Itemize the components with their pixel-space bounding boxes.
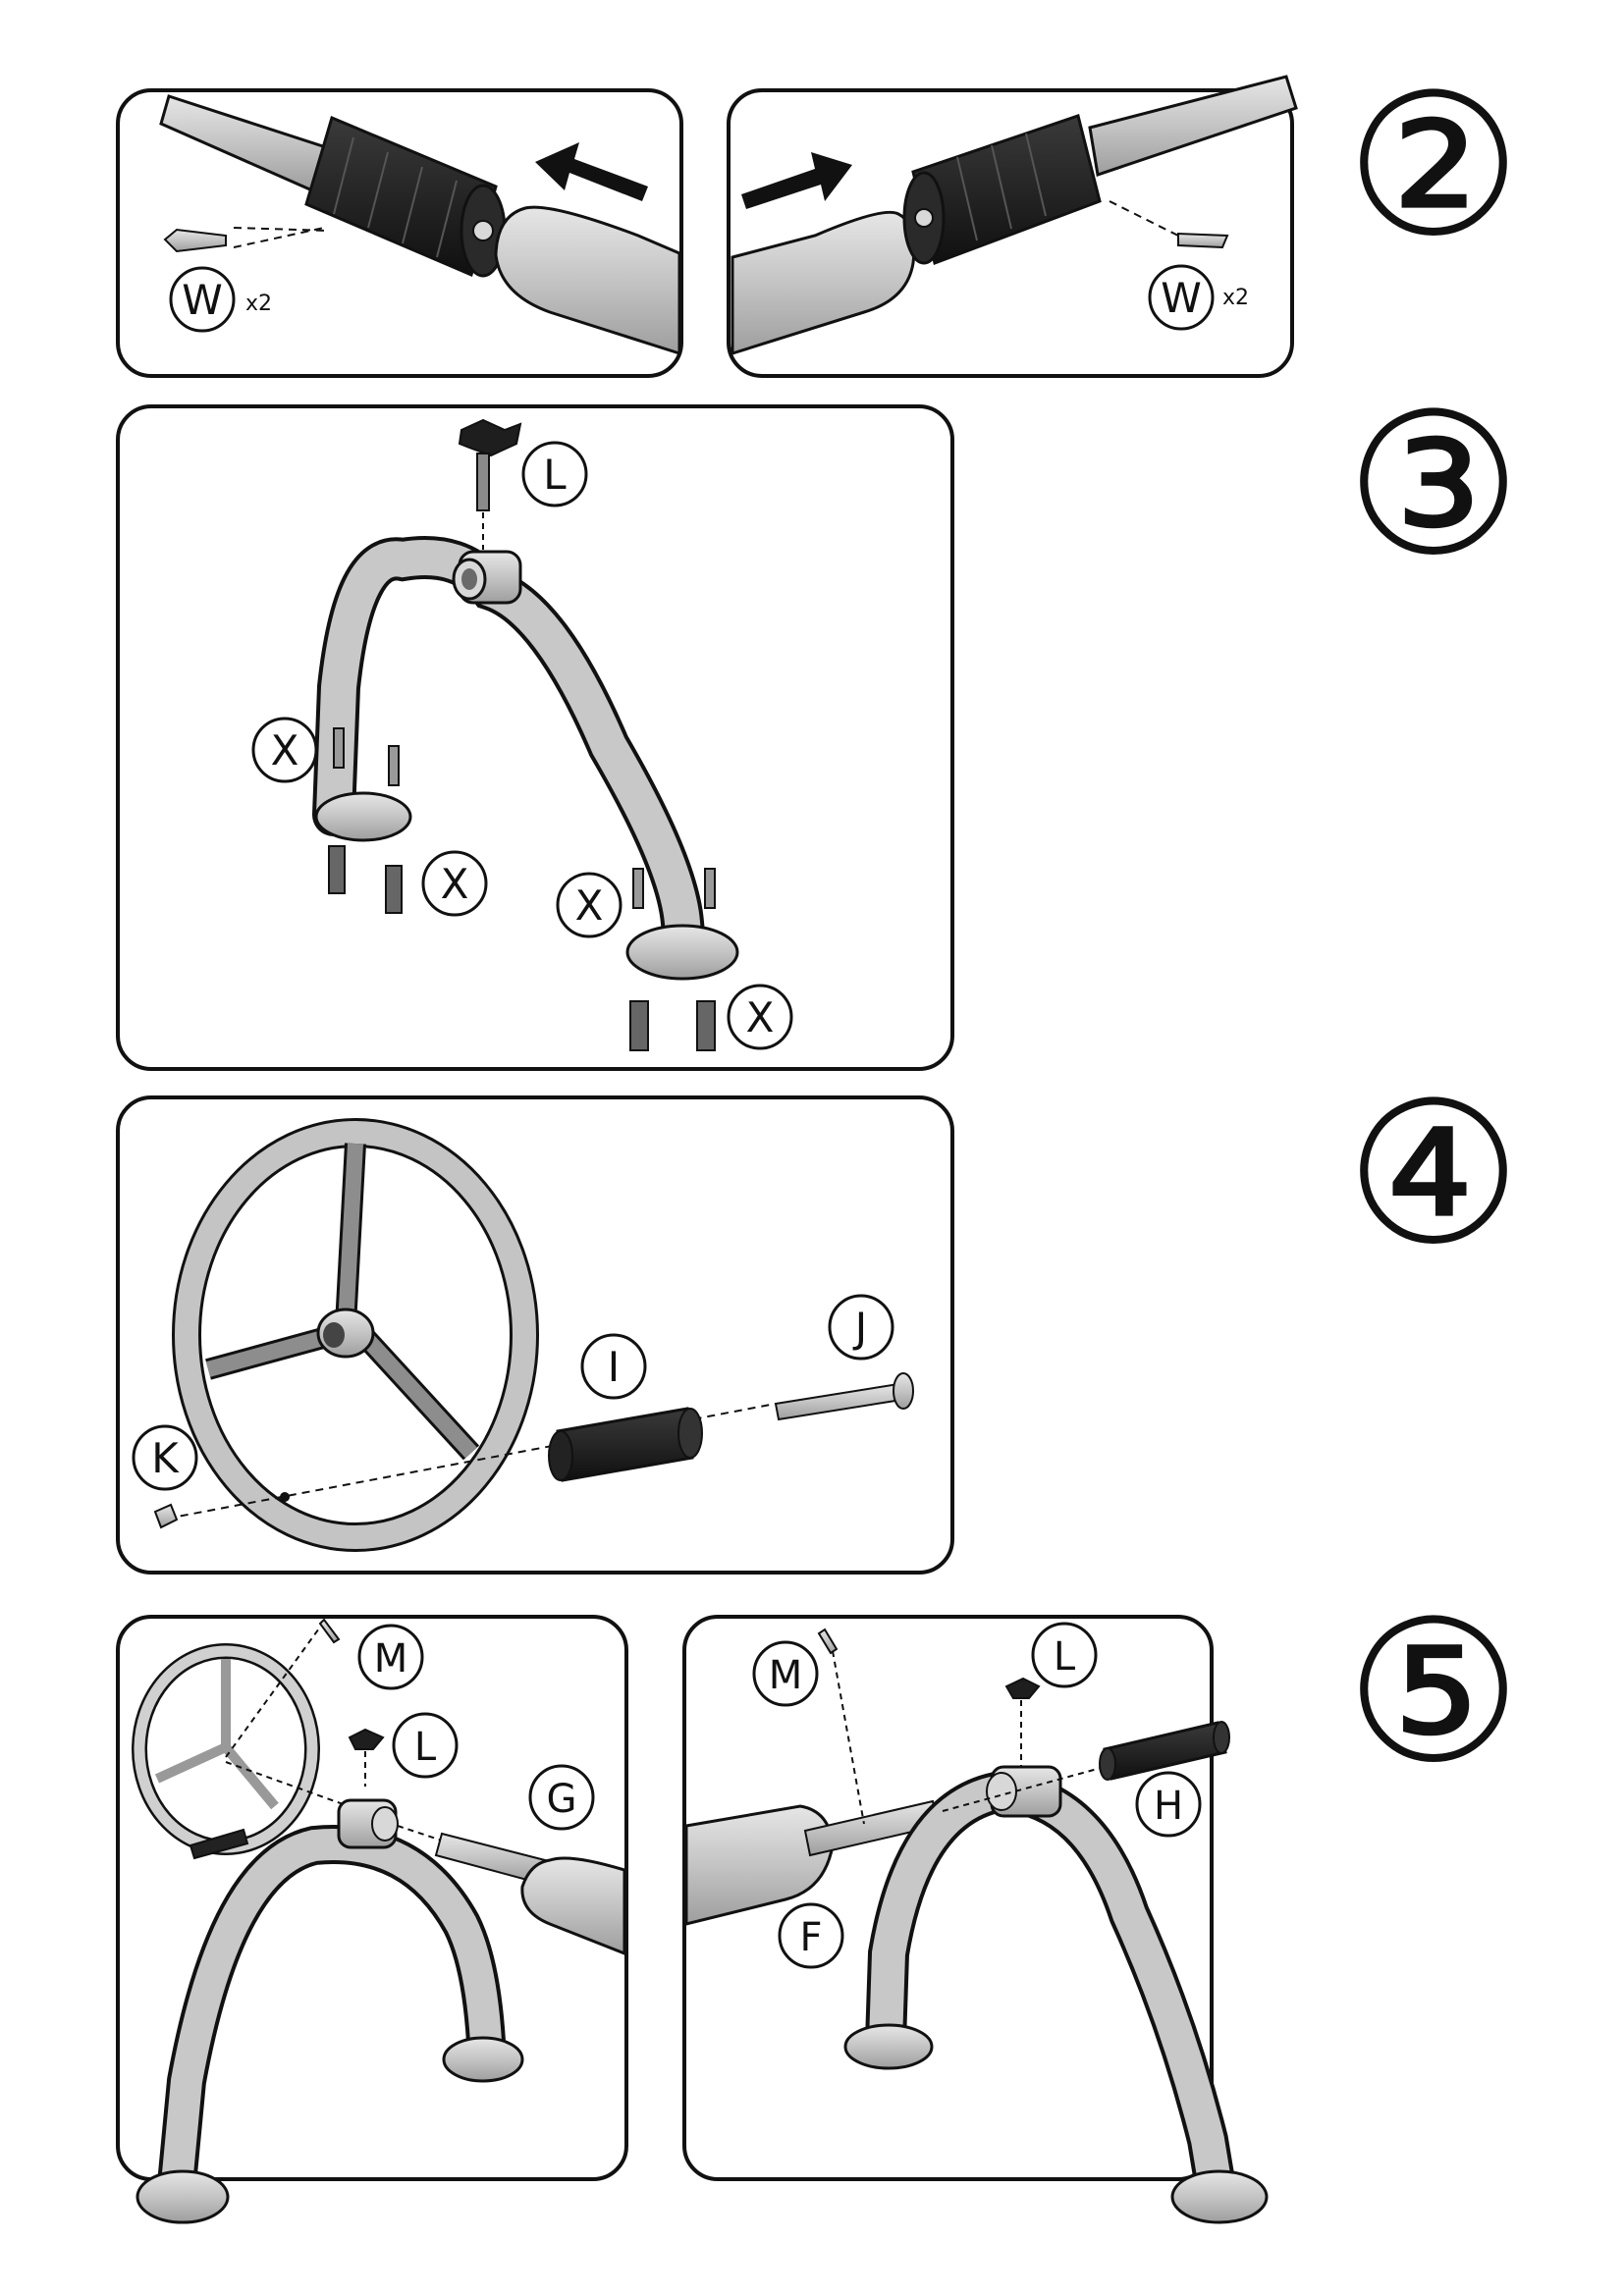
part-label-l: L xyxy=(543,451,567,499)
step-number-5: ⑤ xyxy=(1345,1578,1521,1807)
part-label-circle xyxy=(421,850,488,917)
rod-right xyxy=(1088,75,1298,177)
part-label-l: L xyxy=(1054,1634,1076,1680)
step-number-3: ③ xyxy=(1345,371,1521,600)
step-2-right-panel: W x2 xyxy=(727,75,1298,378)
part-label-circle xyxy=(132,1424,198,1491)
quantity-label: x2 xyxy=(245,292,272,316)
hand-wheel-small xyxy=(132,1643,320,1860)
screw-w-left-icon xyxy=(163,227,330,253)
step-3-panel: L X X X X xyxy=(116,404,954,1071)
part-label-circle xyxy=(528,1764,595,1831)
part-label-g: G xyxy=(547,1777,577,1822)
star-knob-icon xyxy=(458,418,522,550)
base-plate-overflow-left xyxy=(135,2169,230,2224)
base-plate-overflow-right xyxy=(1170,2169,1269,2224)
part-label-h: H xyxy=(1154,1784,1183,1829)
part-label-circle xyxy=(169,266,236,333)
part-label-f: F xyxy=(799,1915,822,1960)
part-label-k: K xyxy=(151,1434,180,1482)
part-label-x: X xyxy=(271,726,299,774)
base-plate xyxy=(843,2023,934,2070)
part-label-x: X xyxy=(441,860,469,908)
star-knob-icon xyxy=(348,1728,385,1750)
part-label-circle xyxy=(752,1640,819,1707)
pad-bar-left xyxy=(494,205,681,356)
part-label-w: W xyxy=(1161,274,1202,322)
base-plate-left xyxy=(314,791,412,842)
part-label-circle xyxy=(251,717,318,783)
part-label-x: X xyxy=(575,881,604,930)
part-label-j: J xyxy=(852,1304,867,1352)
step-2-left-panel: W x2 xyxy=(116,88,683,378)
part-label-x: X xyxy=(746,993,775,1041)
part-label-m: M xyxy=(769,1653,803,1698)
part-label-circle xyxy=(1148,264,1215,331)
foam-roller-right xyxy=(902,114,1102,266)
rubber-grip-icon xyxy=(1099,1721,1230,1781)
part-label-circle xyxy=(392,1712,459,1779)
step-5-right-panel: M L H F xyxy=(682,1615,1238,2219)
lock-pin-icon xyxy=(817,1628,839,1655)
part-label-circle xyxy=(727,984,793,1050)
foam-roller-left xyxy=(304,115,507,278)
pad-bar xyxy=(520,1856,626,1956)
top-collar xyxy=(452,550,522,605)
quantity-label: x2 xyxy=(1222,286,1249,310)
step-4-panel: K I J xyxy=(116,1095,954,1575)
part-label-circle xyxy=(521,441,588,507)
part-label-circle xyxy=(778,1902,844,1969)
screw-w-right-icon xyxy=(1109,200,1229,249)
part-label-circle xyxy=(1135,1771,1202,1838)
bolts-right xyxy=(629,868,716,1051)
step-number-2: ② xyxy=(1345,52,1521,281)
arrow-left-icon xyxy=(535,142,648,201)
part-label-circle xyxy=(357,1624,424,1690)
part-label-circle xyxy=(1031,1622,1098,1688)
step-5-left-panel: M L G xyxy=(116,1615,628,2204)
arrow-right-icon xyxy=(741,152,852,209)
step-number-4: ④ xyxy=(1345,1060,1521,1289)
part-label-circle xyxy=(828,1294,894,1361)
part-label-i: I xyxy=(608,1343,620,1391)
part-label-circle xyxy=(580,1333,647,1400)
base-plate-right xyxy=(625,924,739,981)
hand-wheel xyxy=(172,1118,539,1552)
part-label-l: L xyxy=(414,1725,437,1770)
part-label-w: W xyxy=(182,276,223,324)
rubber-sleeve-icon xyxy=(548,1407,703,1482)
star-knob-icon xyxy=(1004,1677,1041,1699)
base-plate xyxy=(442,2036,524,2083)
axle-bolt-icon xyxy=(774,1372,914,1421)
bolts-left xyxy=(328,727,403,914)
lock-pin-icon xyxy=(318,1618,341,1644)
cap-nut-icon xyxy=(153,1503,179,1529)
part-label-m: M xyxy=(374,1636,408,1682)
part-label-circle xyxy=(556,872,623,938)
